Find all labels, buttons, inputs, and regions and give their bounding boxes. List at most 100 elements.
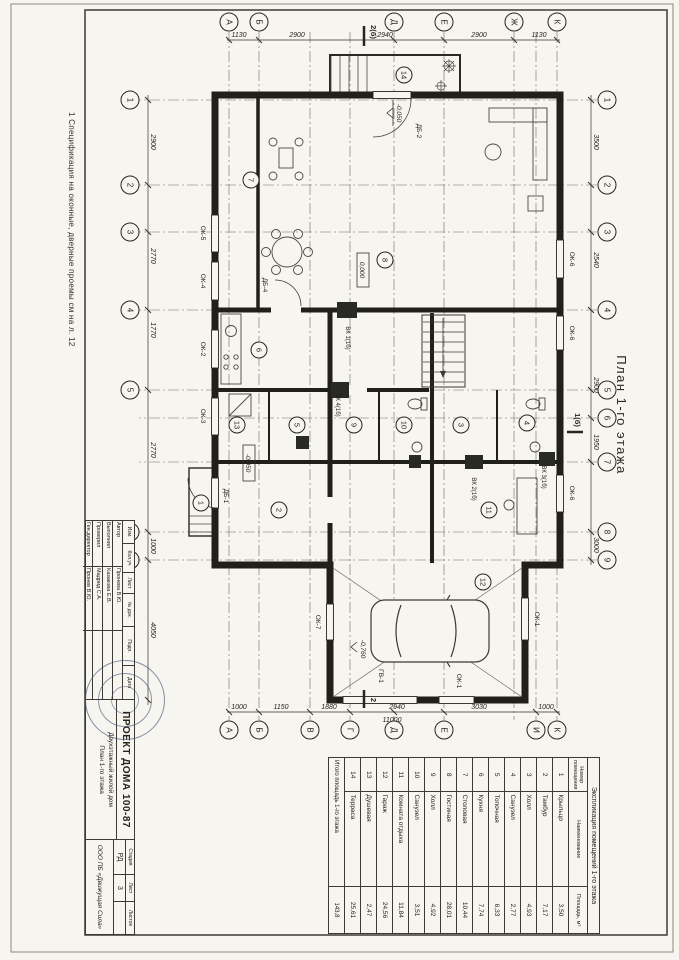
svg-text:ОК-5: ОК-5 — [199, 226, 206, 241]
col-koluch: Кол.уч — [123, 544, 134, 573]
svg-text:14: 14 — [400, 71, 409, 79]
svg-text:3: 3 — [457, 423, 466, 427]
opening-labels: ОК-6 ОК-6 ОК-6 ОК-1 ОК-1 ОК-5 ОК-4 ОК-2 … — [199, 124, 575, 689]
car — [370, 594, 490, 668]
stage-value: РД — [113, 839, 125, 875]
svg-text:6: 6 — [255, 348, 264, 352]
svg-text:5: 5 — [603, 388, 612, 393]
svg-text:ДБ-4: ДБ-4 — [261, 278, 268, 293]
svg-text:И: И — [532, 727, 541, 733]
svg-text:2770: 2770 — [149, 247, 156, 264]
svg-text:5: 5 — [126, 388, 135, 393]
svg-text:2540: 2540 — [592, 251, 599, 268]
svg-text:Г: Г — [346, 728, 355, 733]
spec-note: 1 Спецификация на оконные, дверные проем… — [67, 112, 76, 347]
svg-text:Б: Б — [255, 727, 264, 732]
svg-text:Е: Е — [440, 19, 449, 24]
svg-text:2900: 2900 — [592, 376, 599, 393]
svg-text:2(б): 2(б) — [369, 25, 378, 39]
svg-text:3500: 3500 — [592, 134, 599, 150]
svg-text:2940: 2940 — [376, 32, 393, 39]
svg-text:7: 7 — [603, 460, 612, 465]
dimension-values: 3500 2540 2900 1950 3000 2900 2770 1770 … — [149, 32, 599, 724]
svg-text:5: 5 — [293, 423, 302, 427]
svg-text:ВК 4(1б): ВК 4(1б) — [334, 393, 340, 416]
svg-text:ОК-1: ОК-1 — [533, 612, 540, 627]
elevation-marks: -0,050 0,000 -0,050 -0,760 — [242, 100, 402, 659]
svg-text:ГВ-1: ГВ-1 — [377, 669, 384, 683]
axis-circles-bottom: 1 2 3 4 5 8 9 — [120, 90, 140, 570]
organization-name: ООО ПБ «Движущая Сила» — [96, 844, 103, 930]
svg-text:3000: 3000 — [592, 537, 599, 553]
svg-text:1000: 1000 — [149, 538, 156, 554]
col-header-area: Площадь, м² — [568, 886, 588, 934]
col-list: Лист — [123, 573, 134, 594]
svg-text:А: А — [225, 19, 234, 25]
svg-text:1: 1 — [126, 98, 135, 103]
garage — [332, 567, 523, 698]
svg-text:8: 8 — [603, 530, 612, 535]
sheet-number: 3 — [113, 874, 125, 902]
svg-text:1000: 1000 — [231, 704, 247, 711]
svg-text:3: 3 — [126, 230, 135, 235]
sheets-total — [113, 901, 125, 934]
svg-text:2900: 2900 — [288, 32, 305, 39]
title-block-revisions: Изм. Кол.уч Лист № док. Подп. Дата Автор… — [83, 521, 134, 701]
object-name: Двухэтажный жилой дом — [107, 732, 114, 807]
svg-text:3: 3 — [603, 230, 612, 235]
svg-text:ДБ-2: ДБ-2 — [415, 124, 422, 139]
project-code: ПРОЕКТ ДОМА 100-87 — [116, 700, 134, 839]
svg-text:1000: 1000 — [538, 704, 554, 711]
svg-text:2: 2 — [369, 698, 378, 702]
plan-title: План 1-го этажа — [614, 355, 629, 475]
axis-circles-left: К Ж Е Д Б А — [219, 12, 567, 32]
svg-text:ОК-3: ОК-3 — [199, 409, 206, 424]
sheet-name: План 1-го этажа — [98, 745, 105, 794]
svg-text:1130: 1130 — [531, 32, 546, 39]
svg-text:1880: 1880 — [321, 704, 337, 711]
svg-text:ВК 3(1б): ВК 3(1б) — [540, 465, 546, 488]
staircase — [421, 314, 466, 388]
stair-arrow — [440, 371, 446, 378]
svg-text:1770: 1770 — [149, 322, 156, 338]
signature-cell — [83, 631, 92, 699]
col-header-name: Наименование — [568, 791, 588, 887]
svg-text:3030: 3030 — [471, 704, 487, 711]
inner-frame — [84, 9, 668, 936]
svg-text:1: 1 — [197, 501, 206, 505]
svg-text:2940: 2940 — [388, 704, 405, 711]
svg-text:4050: 4050 — [149, 622, 156, 638]
svg-text:6: 6 — [603, 416, 612, 421]
col-izm: Изм. — [123, 521, 134, 544]
porch-steps — [189, 515, 215, 533]
svg-text:Д: Д — [390, 19, 399, 25]
svg-text:ОК-4: ОК-4 — [199, 274, 206, 289]
terrace-steps — [330, 56, 368, 94]
dimension-lines — [144, 36, 595, 716]
svg-text:12: 12 — [479, 578, 488, 586]
svg-text:1(б): 1(б) — [573, 413, 582, 427]
signature-cell — [113, 631, 122, 699]
furniture — [220, 107, 548, 535]
outer-border — [10, 3, 674, 953]
svg-text:0,000: 0,000 — [358, 262, 365, 279]
title-block-names: ПРОЕКТ ДОМА 100-87 Двухэтажный жилой дом… — [86, 700, 134, 840]
explication: Экспликация помещений 1-го этажа Номер п… — [328, 757, 600, 934]
vent-channels — [296, 302, 555, 469]
svg-text:ВК 2(1б): ВК 2(1б) — [470, 477, 476, 500]
svg-text:ОК-7: ОК-7 — [314, 615, 321, 630]
svg-text:1: 1 — [603, 98, 612, 103]
col-ndok: № док. — [123, 594, 134, 627]
svg-text:К: К — [553, 20, 562, 25]
